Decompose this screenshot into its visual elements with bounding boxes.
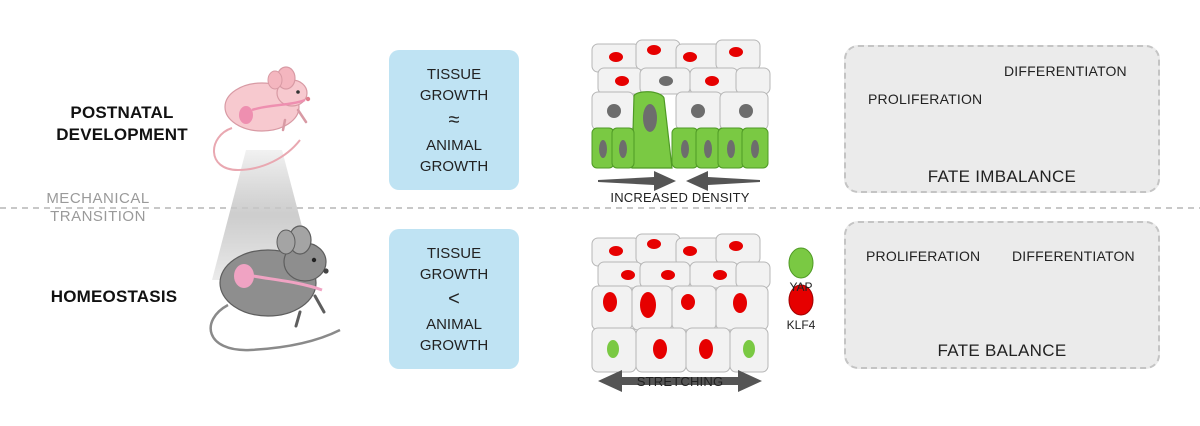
fate-box-balance: [844, 221, 1160, 369]
growth-text: TISSUE: [426, 65, 482, 83]
transition-line: TRANSITION: [50, 208, 146, 225]
growth-text: ANIMAL: [426, 136, 482, 154]
growth-text: GROWTH: [419, 336, 489, 354]
growth-comparison-box-homeostasis: TISSUE GROWTH < ANIMAL GROWTH: [389, 229, 519, 369]
growth-text: ANIMAL: [426, 315, 482, 333]
fate-title-balance: FATE BALANCE: [937, 341, 1067, 360]
growth-text: GROWTH: [419, 157, 489, 175]
stretch-arrow-icon: [598, 370, 762, 392]
fate-title-imbalance: FATE IMBALANCE: [927, 167, 1077, 186]
growth-text: GROWTH: [419, 265, 489, 283]
stage-label-line: POSTNATAL: [70, 103, 174, 122]
growth-operator: <: [448, 287, 460, 310]
tissue-dense: [591, 39, 771, 191]
stage-label-homeostasis: HOMEOSTASIS: [34, 286, 194, 308]
legend-label-klf4: KLF4: [786, 318, 816, 332]
fate-label-proliferation: PROLIFERATION: [866, 248, 981, 264]
fate-label-differentiation: DIFFERENTIATON: [1012, 248, 1135, 264]
fate-label-proliferation: PROLIFERATION: [868, 91, 983, 107]
stage-label-postnatal: POSTNATAL DEVELOPMENT: [42, 102, 202, 146]
mechanical-transition-label: MECHANICAL TRANSITION: [18, 190, 178, 226]
compression-arrow-right-icon: [686, 171, 760, 191]
growth-comparison-box-postnatal: TISSUE GROWTH ≈ ANIMAL GROWTH: [389, 50, 519, 190]
legend-label-yap: YAP: [789, 280, 813, 294]
tissue-caption-density: INCREASED DENSITY: [610, 190, 750, 205]
fate-box-imbalance: [844, 45, 1160, 193]
stage-label-line: DEVELOPMENT: [56, 125, 188, 144]
transition-line: MECHANICAL: [46, 190, 150, 207]
tissue-stretched: [591, 233, 771, 392]
tissue-caption-stretching: STRETCHING: [636, 374, 724, 389]
compression-arrow-left-icon: [598, 171, 676, 191]
young-mouse-icon: [213, 66, 311, 172]
legend-yap-dot: [788, 247, 814, 279]
growth-operator: ≈: [448, 108, 460, 131]
adult-mouse-icon: [209, 225, 341, 352]
growth-text: GROWTH: [419, 86, 489, 104]
fate-label-differentiation: DIFFERENTIATON: [1004, 63, 1127, 79]
legend-klf4-dot: [788, 284, 814, 316]
growth-text: TISSUE: [426, 244, 482, 262]
stage-label-line: HOMEOSTASIS: [50, 287, 178, 306]
